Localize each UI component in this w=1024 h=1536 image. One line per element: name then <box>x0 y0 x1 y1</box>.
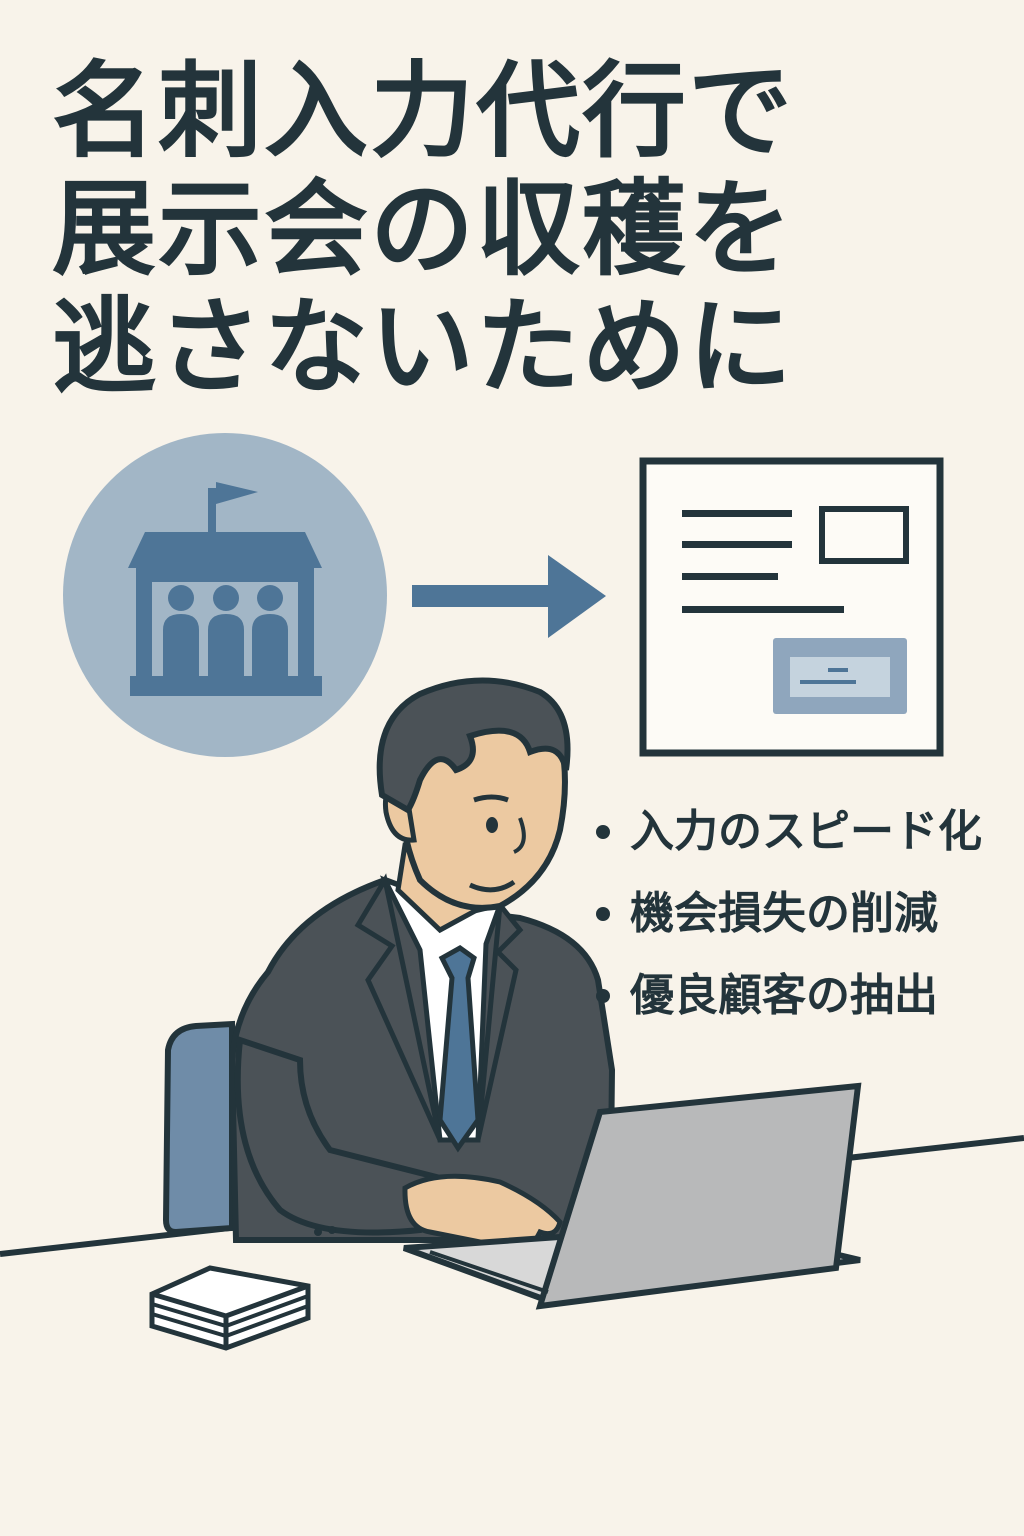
benefit-list: 入力のスピード化 機会損失の削減 優良顧客の抽出 <box>596 810 982 1056</box>
exhibition-hall-icon <box>63 433 387 757</box>
arrow-right-icon <box>412 555 606 638</box>
businessman <box>228 677 616 1256</box>
bullet-icon <box>596 825 610 839</box>
benefit-item: 機会損失の削減 <box>596 892 982 936</box>
laptop <box>402 1082 862 1310</box>
benefit-item: 入力のスピード化 <box>596 810 982 854</box>
headline-line-2: 展示会の収穫を <box>52 168 795 290</box>
headline-line-1: 名刺入力代行で <box>52 50 795 172</box>
benefit-text: 優良顧客の抽出 <box>630 970 938 1021</box>
benefit-item: 優良顧客の抽出 <box>596 974 982 1018</box>
business-card-document-icon <box>639 457 944 757</box>
headline-line-3: 逃さないために <box>52 286 795 408</box>
business-card-stack-icon <box>149 1265 311 1351</box>
headline: 名刺入力代行で 展示会の収穫を 逃さないために <box>52 52 992 406</box>
bullet-icon <box>596 989 610 1003</box>
bullet-icon <box>596 907 610 921</box>
benefit-text: 機会損失の削減 <box>630 888 938 939</box>
benefit-text: 入力のスピード化 <box>630 806 982 857</box>
